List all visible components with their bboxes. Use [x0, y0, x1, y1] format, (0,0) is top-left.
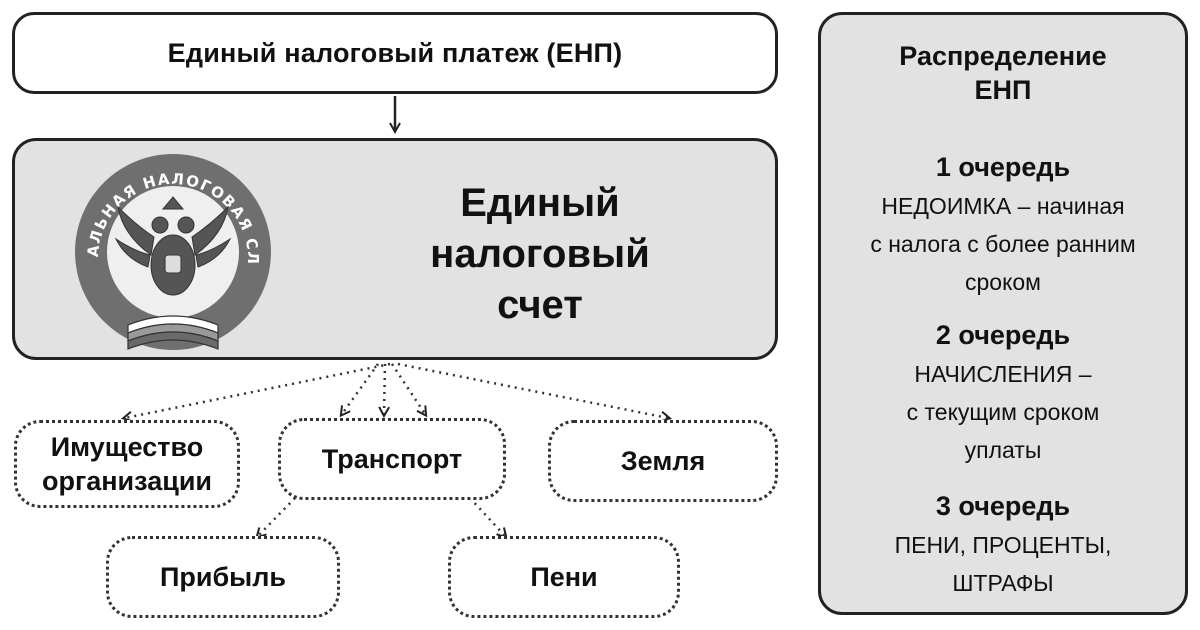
queue-2-title: 2 очередь [935, 320, 1071, 350]
distribution-title: Распределение ЕНП [821, 39, 1185, 107]
queue-2-description: НАЧИСЛЕНИЯ – с текущим сроком уплаты [831, 355, 1175, 469]
arrow-to-transport [384, 363, 385, 414]
account-title-line: Единый [460, 181, 620, 225]
account-title-line: счет [497, 283, 583, 327]
account-title-line: налоговый [430, 232, 650, 276]
tax-property-line: Имущество [50, 432, 204, 462]
tax-box-land: Земля [548, 420, 778, 502]
arrow-to-property [125, 362, 391, 418]
queue-2-line: НАЧИСЛЕНИЯ – [914, 361, 1092, 387]
tax-property-line: организации [41, 466, 213, 496]
queue-3-line: ШТРАФЫ [952, 570, 1054, 596]
tax-land-label: Земля [620, 446, 706, 476]
arrow-to-profit [258, 497, 296, 536]
tax-box-transport: Транспорт [278, 418, 506, 500]
tax-penalties-label: Пени [530, 562, 598, 592]
unified-tax-account-title: Единый налоговый счет [390, 178, 690, 331]
queue-3-line: ПЕНИ, ПРОЦЕНТЫ, [894, 532, 1112, 558]
tax-box-profit: Прибыль [106, 536, 340, 618]
distribution-title-line: ЕНП [974, 75, 1032, 105]
queue-1-line: НЕДОИМКА – начиная [881, 193, 1125, 219]
arrow-to-penalties [469, 497, 505, 536]
distribution-title-line: Распределение [899, 41, 1107, 71]
arrow-to-transport-left [342, 363, 380, 414]
tax-box-penalties: Пени [448, 536, 680, 618]
enp-payment-box: Единый налоговый платеж (ЕНП) [12, 12, 778, 94]
arrow-to-transport-right [390, 363, 425, 414]
tax-box-property: Имущество организации [14, 420, 240, 508]
tax-transport-label: Транспорт [321, 444, 463, 474]
queue-2-line: уплаты [964, 437, 1042, 463]
fns-emblem-icon: ФЕДЕРАЛЬНАЯ НАЛОГОВАЯ СЛУЖБА [68, 147, 271, 350]
queue-1-line: сроком [964, 269, 1041, 295]
queue-1-description: НЕДОИМКА – начиная с налога с более ранн… [831, 187, 1175, 301]
queue-1-title: 1 очередь [935, 152, 1071, 182]
queue-2-line: с текущим сроком [906, 399, 1100, 425]
enp-distribution-panel: Распределение ЕНП 1 очередь НЕДОИМКА – н… [818, 12, 1188, 615]
enp-payment-label: Единый налоговый платеж (ЕНП) [167, 37, 623, 68]
arrow-to-land [397, 362, 668, 418]
queue-1-line: с налога с более ранним [870, 231, 1136, 257]
tax-profit-label: Прибыль [160, 562, 286, 592]
queue-3-title: 3 очередь [935, 491, 1071, 521]
queue-3-description: ПЕНИ, ПРОЦЕНТЫ, ШТРАФЫ [831, 526, 1175, 602]
